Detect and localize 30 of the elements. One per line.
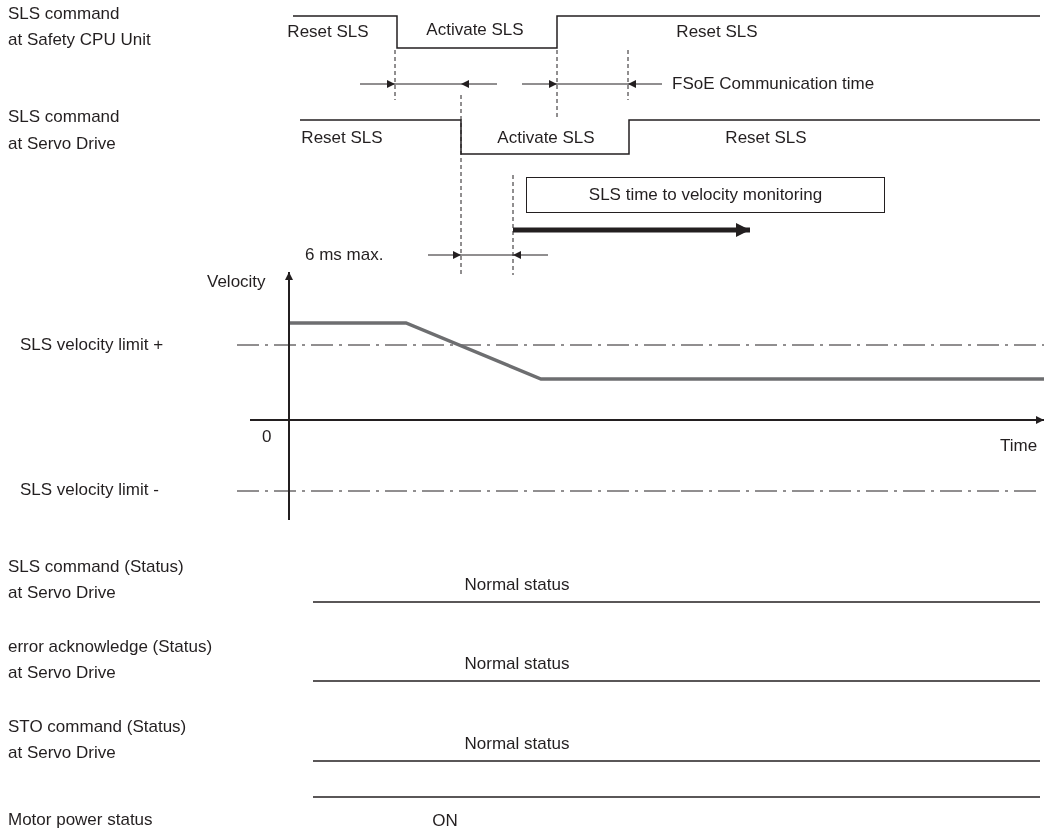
state-label: Activate SLS bbox=[497, 128, 595, 148]
signal-name: Motor power status bbox=[8, 810, 153, 830]
annotation-text: SLS time to velocity monitoring bbox=[588, 185, 823, 205]
signal-name: at Servo Drive bbox=[8, 134, 116, 154]
state-label: Reset SLS bbox=[287, 22, 369, 42]
dimension-label: FSoE Communication time bbox=[672, 74, 875, 94]
signal-name: at Servo Drive bbox=[8, 663, 116, 683]
state-label: Reset SLS bbox=[725, 128, 807, 148]
state-label: Reset SLS bbox=[676, 22, 758, 42]
axis-title: Velocity bbox=[207, 272, 266, 292]
state-label: Reset SLS bbox=[301, 128, 383, 148]
signal-name: error acknowledge (Status) bbox=[8, 637, 213, 657]
state-label: Normal status bbox=[464, 734, 570, 754]
state-label: Normal status bbox=[464, 575, 570, 595]
signal-name: at Servo Drive bbox=[8, 743, 116, 763]
signal-name: SLS command bbox=[8, 4, 120, 24]
limit-label: SLS velocity limit + bbox=[20, 335, 164, 355]
signal-name: SLS command bbox=[8, 107, 120, 127]
signal-name: STO command (Status) bbox=[8, 717, 187, 737]
state-label: Normal status bbox=[464, 654, 570, 674]
signal-name: at Servo Drive bbox=[8, 583, 116, 603]
state-label: ON bbox=[432, 811, 458, 831]
axis-title: Time bbox=[1000, 436, 1038, 456]
annotation-box bbox=[526, 177, 885, 213]
state-label: Activate SLS bbox=[426, 20, 524, 40]
axis-tick-label: 0 bbox=[262, 427, 272, 447]
signal-name: at Safety CPU Unit bbox=[8, 30, 151, 50]
limit-label: SLS velocity limit - bbox=[20, 480, 159, 500]
signal-name: SLS command (Status) bbox=[8, 557, 184, 577]
dimension-label: 6 ms max. bbox=[305, 245, 384, 265]
